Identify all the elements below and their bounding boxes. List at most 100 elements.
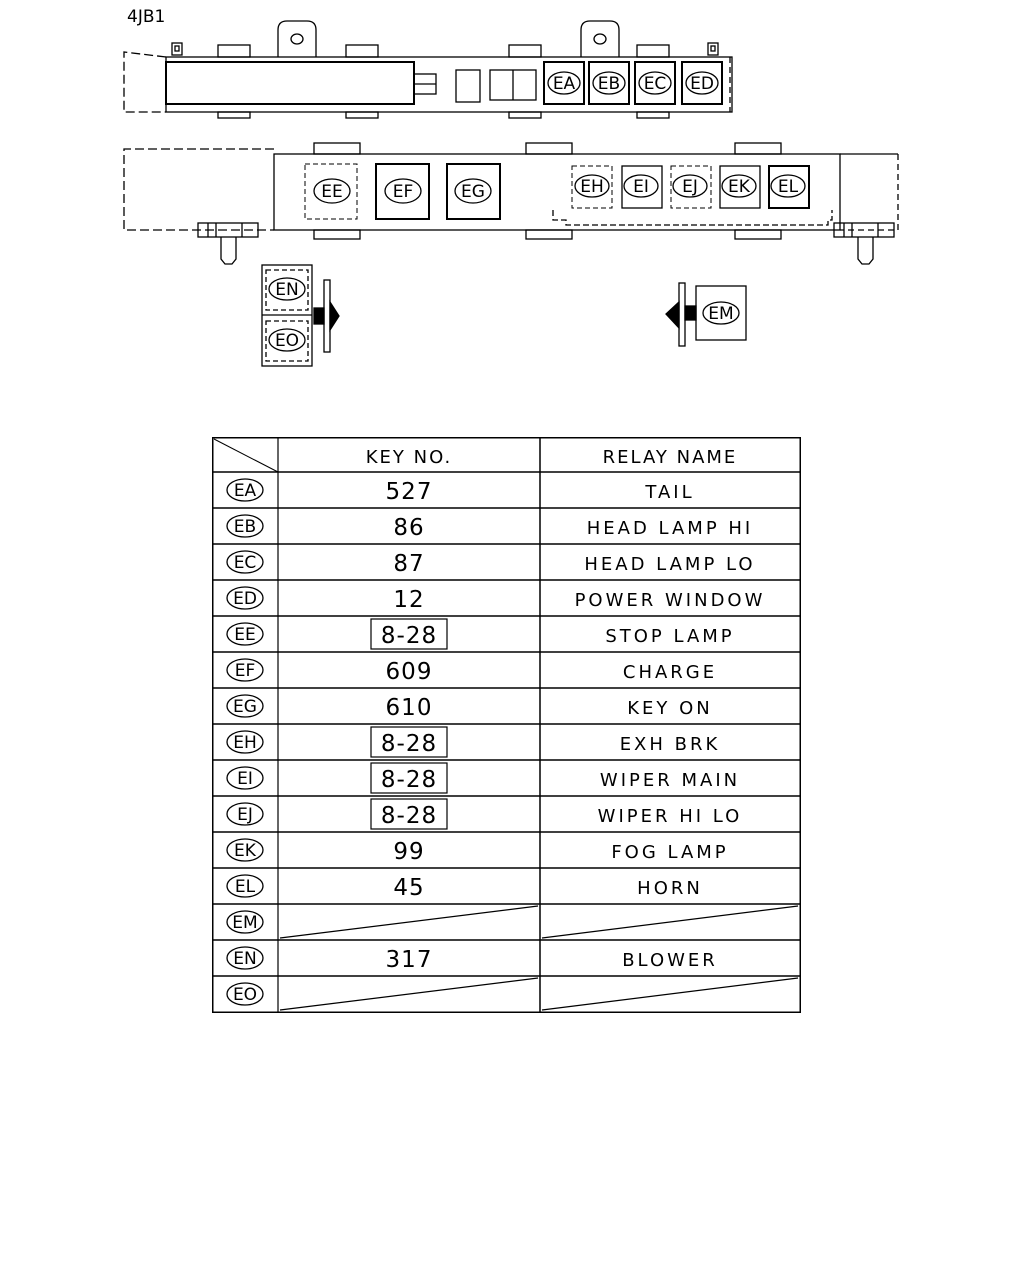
header-key-no: KEY NO. <box>366 447 453 468</box>
key-no: 99 <box>393 839 424 865</box>
key-no-box <box>370 618 448 650</box>
relay-slot-ek: EK <box>719 165 761 209</box>
key-no: 8-28 <box>381 803 437 829</box>
row-id: EF <box>235 661 256 681</box>
relay-slot-label: EO <box>275 331 299 351</box>
relay-name: STOP LAMP <box>605 626 734 647</box>
key-no-box <box>370 762 448 794</box>
relay-name: KEY ON <box>627 698 713 719</box>
relay-slot-ee: EE <box>304 163 358 220</box>
relay-name: POWER WINDOW <box>575 590 766 611</box>
table-row: EG 610 KEY ON <box>212 694 800 725</box>
relay-slot-eg: EG <box>446 163 501 220</box>
relay-name: TAIL <box>644 482 694 503</box>
row-id-oval <box>226 802 264 826</box>
row-id: EI <box>237 769 253 789</box>
relay-slot-eb: EB <box>588 61 630 105</box>
relay-name: HORN <box>637 878 703 899</box>
relay-slot-label: EL <box>778 177 799 197</box>
header-relay-name: RELAY NAME <box>603 447 738 468</box>
row-id-oval <box>226 766 264 790</box>
relay-name: CHARGE <box>623 662 717 683</box>
relay-slot-ei: EI <box>621 165 663 209</box>
row-id: EJ <box>237 805 253 825</box>
table-row: EJ 8-28 WIPER HI LO <box>212 798 800 833</box>
table-row: EO <box>226 977 799 1011</box>
relay-slot-en: EN <box>268 277 306 301</box>
junction-block-diagram: 4JB1 <box>123 7 899 367</box>
relay-name: WIPER MAIN <box>600 770 740 791</box>
header-corner-diagonal <box>213 438 279 473</box>
row-id-oval <box>226 694 264 718</box>
relay-slot-eh: EH <box>571 165 613 209</box>
row-id: ED <box>233 589 257 609</box>
model-label: 4JB1 <box>127 7 165 27</box>
row-id: EN <box>233 949 256 969</box>
relay-slot-label: EH <box>580 177 604 197</box>
table-frame <box>212 437 801 1013</box>
relay-name: FOG LAMP <box>611 842 728 863</box>
relay-slot-label: EN <box>275 280 298 300</box>
relay-slot-label: EA <box>553 74 576 94</box>
relay-slot-label: EE <box>321 182 342 202</box>
key-no: 609 <box>386 659 433 685</box>
relay-slot-label: EC <box>644 74 667 94</box>
row-id: EG <box>233 697 257 717</box>
row-id-oval <box>226 550 264 574</box>
relay-slot-label: EF <box>393 182 414 202</box>
relay-slot-ea: EA <box>543 61 585 105</box>
relay-slot-ef: EF <box>375 163 430 220</box>
relay-slot-label: ED <box>690 74 714 94</box>
row-id: EH <box>233 733 257 753</box>
relay-name: HEAD LAMP LO <box>584 554 755 575</box>
row-id: EC <box>234 553 257 573</box>
empty-cell-diagonal <box>541 905 799 939</box>
relay-slot-label: EM <box>708 304 733 324</box>
empty-cell-diagonal <box>279 905 539 939</box>
row-id: EM <box>232 913 257 933</box>
row-id-oval <box>226 658 264 682</box>
row-id-oval <box>226 586 264 610</box>
relay-slot-em: EM <box>702 301 740 325</box>
upper-relay-block <box>123 20 733 119</box>
relay-slot-ec: EC <box>634 61 676 105</box>
relay-name: BLOWER <box>622 950 718 971</box>
side-relay-em <box>665 282 747 347</box>
row-id-oval <box>226 838 264 862</box>
relay-slot-label: EG <box>461 182 485 202</box>
table-row: EF 609 CHARGE <box>212 658 800 689</box>
key-no: 8-28 <box>381 623 437 649</box>
relay-name: WIPER HI LO <box>598 806 743 827</box>
row-id: EL <box>235 877 256 897</box>
relay-slot-ed: ED <box>681 61 723 105</box>
row-id-oval <box>226 946 264 970</box>
key-no: 8-28 <box>381 731 437 757</box>
row-id: EE <box>234 625 255 645</box>
relay-slot-ej: EJ <box>670 165 712 209</box>
key-no: 87 <box>393 551 424 577</box>
key-no: 45 <box>393 875 424 901</box>
relay-slot-label: EB <box>598 74 620 94</box>
key-no-box <box>370 726 448 758</box>
lower-relay-block <box>123 142 899 265</box>
table-row: EL 45 HORN <box>212 874 800 905</box>
table-row: EH 8-28 EXH BRK <box>212 726 800 761</box>
row-id-oval <box>226 514 264 538</box>
key-no: 610 <box>386 695 433 721</box>
relay-slot-el: EL <box>768 165 810 209</box>
relay-slot-label: EI <box>633 177 649 197</box>
relay-name: EXH BRK <box>620 734 721 755</box>
table-row: EI 8-28 WIPER MAIN <box>212 762 800 797</box>
table-row: EM <box>212 905 800 941</box>
relay-name: HEAD LAMP HI <box>587 518 754 539</box>
relay-slot-label: EK <box>728 177 751 197</box>
table-row: EE 8-28 STOP LAMP <box>212 618 800 653</box>
table-row: EC 87 HEAD LAMP LO <box>212 550 800 581</box>
key-no: 8-28 <box>381 767 437 793</box>
side-relay-en-eo <box>261 264 340 367</box>
row-id: EO <box>233 985 257 1005</box>
